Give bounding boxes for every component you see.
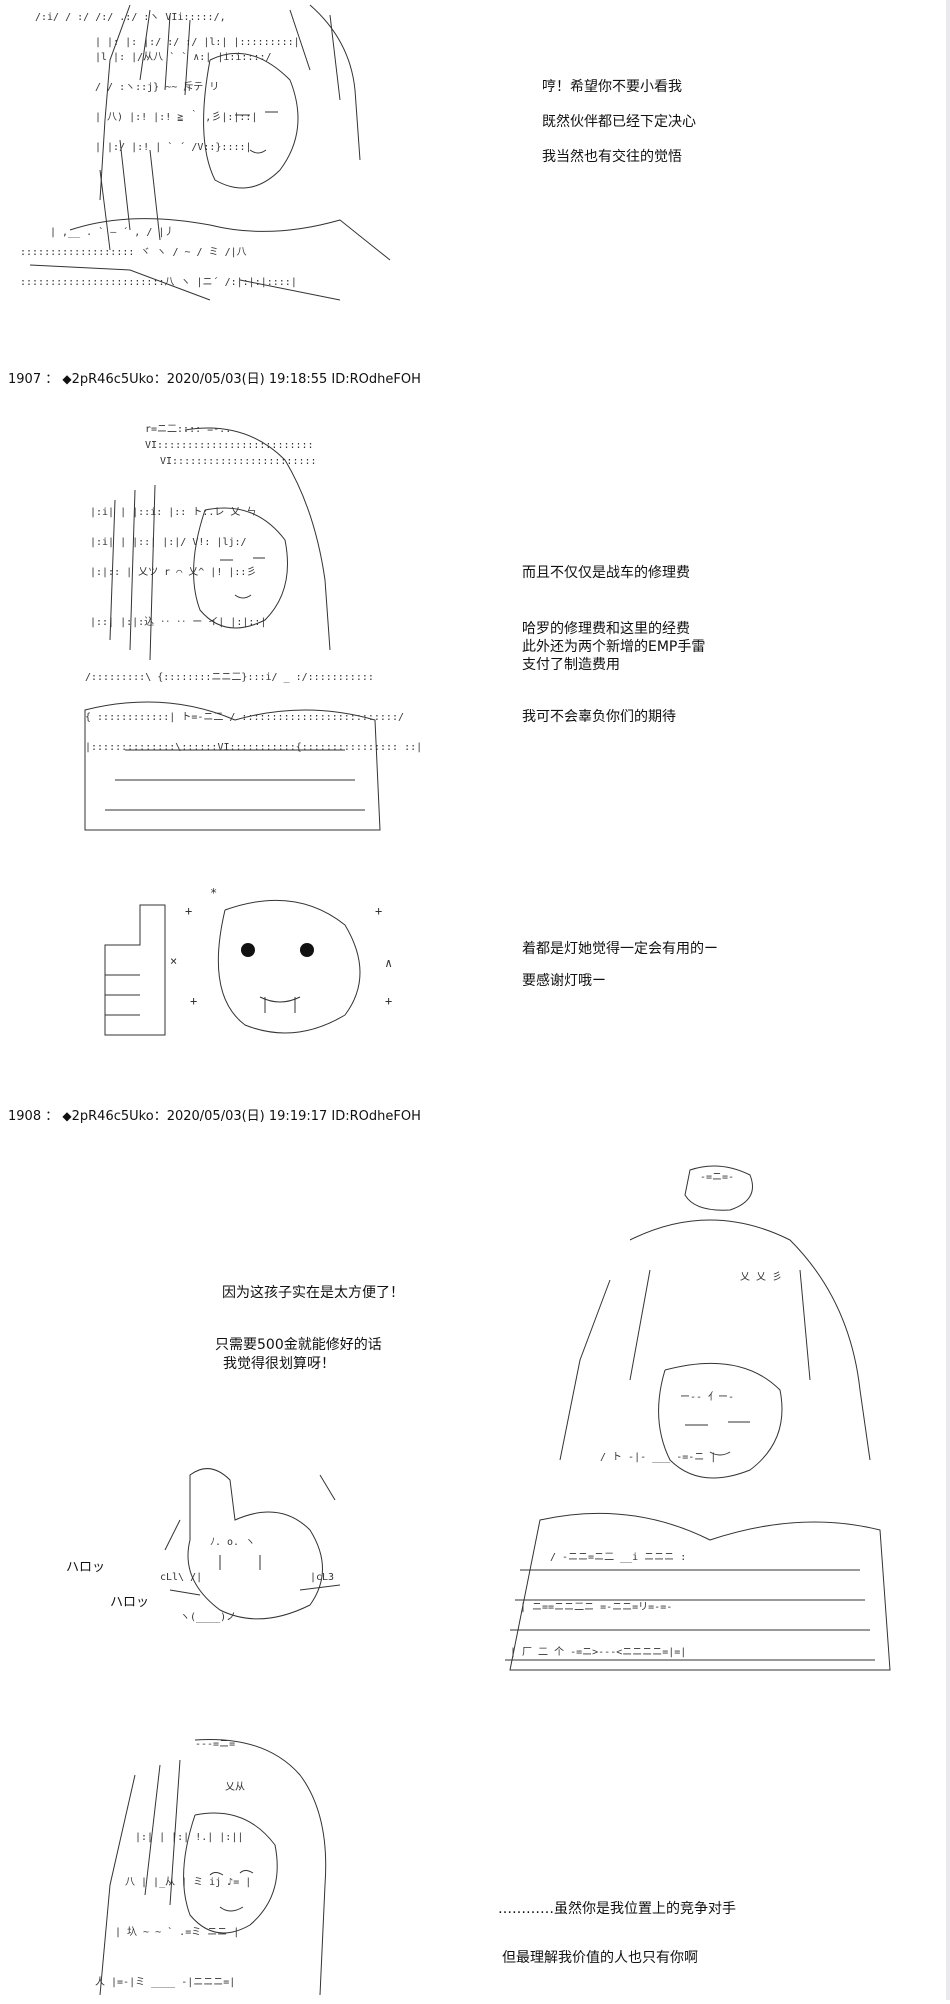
dialogue-line: 既然伙伴都已经下定决心 [542, 114, 696, 130]
dialogue-post1908-c: …………虽然你是我位置上的竞争对手 [498, 1900, 736, 1919]
haro-label: ハロッ [110, 1595, 150, 1610]
dialogue-line: 我当然也有交往的觉悟 [542, 149, 682, 165]
post-id[interactable]: ID:ROdheFOH [331, 372, 421, 387]
dialogue-line: 着都是灯她觉得一定会有用的ー [522, 941, 718, 957]
svg-text:+: + [385, 994, 392, 1008]
svg-text:r=ニ二:::: =-..: r=ニ二:::: =-.. [145, 424, 231, 435]
dialogue-line: 要感谢灯哦ー [522, 973, 606, 989]
dialogue-line: 哼！希望你不要小看我 [542, 79, 682, 95]
dialogue-line: 哈罗的修理费和这里的经费 [522, 621, 690, 637]
ascii-art-girl-smiling: ---=ニ= 乂从 |:| | |:| !.| |:|| 八 | |_从 | ミ… [75, 1735, 375, 2000]
dialogue-line: 而且不仅仅是战车的修理费 [522, 565, 690, 581]
post-number: 1908 [8, 1109, 42, 1124]
svg-text:|:|:: | 乂ツ r ⌒ 乂^ |! |::彡: |:|:: | 乂ツ r ⌒ 乂^ |! |::彡 [90, 567, 256, 578]
svg-text:乂从: 乂从 [225, 1782, 245, 1793]
dialogue-line: 此外还为两个新增的EMP手雷 [522, 639, 706, 655]
svg-text:|:i| | |::i: |:: ト:.レ 乂 ㄣ: |:i| | |::i: |:: ト:.レ 乂 ㄣ [90, 506, 256, 518]
svg-text:ﾉ. o. ヽ: ﾉ. o. ヽ [210, 1537, 255, 1548]
svg-text:*: * [210, 886, 217, 900]
ascii-art-girl-thinking: r=ニ二:::: =-.. VI::::::::::::::::::::::::… [84, 420, 422, 840]
diamond-icon: ◆ [62, 372, 72, 386]
dialogue-post1907-d: 着都是灯她觉得一定会有用的ー 要感谢灯哦ー [522, 940, 718, 991]
haro-label: ハロッ [66, 1560, 106, 1575]
svg-text:| ニ==ニニ二ニ =-ニニ=リ=-=-: | ニ==ニニ二ニ =-ニニ=リ=-=- [520, 1602, 672, 1613]
ascii-art-haro-robot: ﾉ. o. ヽ cLl\ /| |cL3 ヽ(____)ノ [160, 1460, 360, 1630]
dialogue-line: 因为这孩子实在是太方便了！ [222, 1285, 404, 1301]
svg-text:---=ニ=: ---=ニ= [195, 1739, 235, 1750]
post-separator: ： [45, 1109, 59, 1124]
dialogue-line: 只需要500金就能修好的话 [215, 1337, 382, 1353]
svg-text:VI::::::::::::::::::::::::::: VI:::::::::::::::::::::::::: [145, 440, 314, 451]
post-number: 1907 [8, 372, 42, 387]
svg-text:ヽ(____)ノ: ヽ(____)ノ [180, 1612, 236, 1623]
svg-text:/:i/ / :/ /:/ .:/ :ヽ VIi:::::/: /:i/ / :/ /:/ .:/ :ヽ VIi:::::/, [35, 12, 226, 23]
svg-text:∧: ∧ [385, 956, 392, 970]
svg-text:| 八) |:! |:! ≧ ｀ ,彡|:|::|: | 八) |:! |:! ≧ ｀ ,彡|:|::| [95, 109, 257, 123]
post-date: ：2020/05/03(日) 19:19:17 [153, 1109, 328, 1124]
svg-text:/:::::::::\ {::::::::ニニ二}:::i: /:::::::::\ {::::::::ニニ二}:::i/ _ :/:::::… [85, 672, 374, 683]
dialogue-post1908-d: 但最理解我价值的人也只有你啊 [502, 1949, 698, 1968]
svg-text:|:i| | |::| |:|/ V!: |lj:: |:i| | |::| |:|/ V!: |lj:/ [90, 537, 247, 548]
dialogue-post1: 哼！希望你不要小看我 既然伙伴都已经下定决心 我当然也有交往的觉悟 [542, 78, 696, 167]
svg-text:|::| |:|:込 ‥ ‥ ー イ| |:|::|: |::| |:|:込 ‥ ‥ ー イ| |:|::| [90, 616, 266, 628]
scroll-gutter [946, 0, 950, 2000]
ascii-art-girl-arms-crossed: /:i/ / :/ /:/ .:/ :ヽ VIi:::::/, | |: |: … [10, 0, 430, 315]
svg-text:::::::::::::::::::::::::八 ヽ |: ::::::::::::::::::::::::八 ヽ |ニ´ /:|:|:|:… [20, 276, 297, 288]
svg-text:-=ニ=-: -=ニ=- [700, 1172, 734, 1183]
svg-text:VI::::::::::::::::::::::::: VI:::::::::::::::::::::::: [160, 456, 317, 467]
svg-text:×: × [170, 954, 177, 968]
svg-text:{ ::::::::::::| ト=-ニ二 / ::::::: { ::::::::::::| ト=-ニ二 / ::::::::::::::::… [85, 712, 404, 723]
svg-text:+: + [185, 904, 192, 918]
svg-text:|cL3: |cL3 [310, 1572, 334, 1583]
svg-text:cLl\ /|: cLl\ /| [160, 1572, 202, 1583]
svg-text:|::::::::::::::\::::::VI::::::: |::::::::::::::\::::::VI:::::::::::{::::… [85, 742, 422, 753]
dialogue-line: …………虽然你是我位置上的竞争对手 [498, 1901, 736, 1917]
svg-text:八 | |_从 | ミ ij ♪= |: 八 | |_从 | ミ ij ♪= | [125, 1877, 251, 1888]
diamond-icon: ◆ [62, 1109, 72, 1123]
svg-text:| |:/ |:! | ` ´ /V::}::::|: | |:/ |:! | ` ´ /V::}::::| [95, 141, 252, 153]
svg-text:|:| | |:| !.| |:||: |:| | |:| !.| |:|| [135, 1832, 243, 1843]
post-header-1908: 1908 ： ◆2pR46c5Uko：2020/05/03(日) 19:19:1… [8, 1105, 421, 1124]
svg-text:| |: |: |:/ :/ :/ |l:| |::::::: | |: |: |:/ :/ :/ |l:| |:::::::::| [95, 37, 300, 48]
svg-text:| ,__ . ` ― ´ , / |丿: | ,__ . ` ― ´ , / |丿 [50, 226, 174, 238]
dialogue-post1908-a: 因为这孩子实在是太方便了！ [222, 1284, 404, 1303]
svg-text:|l |: |/从八 ` ` ∧:| |i:i::::/: |l |: |/从八 ` ` ∧:| |i:i::::/ [95, 51, 272, 63]
svg-text:/ ト -|- ___ -=-ニ |: / ト -|- ___ -=-ニ | [600, 1452, 716, 1463]
dialogue-line: 但最理解我价值的人也只有你啊 [502, 1950, 698, 1966]
dialogue-post1908-b: 只需要500金就能修好的话 我觉得很划算呀！ [215, 1336, 382, 1374]
post-date: ：2020/05/03(日) 19:18:55 [153, 372, 328, 387]
dialogue-line: 我觉得很划算呀！ [223, 1356, 335, 1372]
svg-text:/ / :ヽ::j} ~~ 斥テ リ: / / :ヽ::j} ~~ 斥テ リ [95, 81, 219, 93]
post-trip[interactable]: 2pR46c5Uko [71, 372, 154, 387]
post-separator: ： [45, 372, 59, 387]
post-trip[interactable]: 2pR46c5Uko [71, 1109, 154, 1124]
svg-text:+: + [375, 904, 382, 918]
ascii-art-girl-with-bun: -=ニ=- 乂 乂 彡 ー-‐ 亻ー- / ト -|- ___ -=-ニ | /… [480, 1160, 900, 1680]
dialogue-post1907-c: 我可不会辜负你们的期待 [522, 708, 676, 727]
svg-text:/ -ニニ=ニ二 __i ニニニ :: / -ニニ=ニ二 __i ニニニ : [550, 1552, 686, 1563]
post-id[interactable]: ID:ROdheFOH [331, 1109, 421, 1124]
svg-text:| 圦 ~ ~ ` .=ミ ニニ |: | 圦 ~ ~ ` .=ミ ニニ | [115, 1925, 239, 1938]
svg-text:::::::::::::::::::: ヾ ヽ / ~: ::::::::::::::::::: ヾ ヽ / ~ / ミ /|八 [20, 247, 247, 258]
svg-text:乂 乂 彡: 乂 乂 彡 [740, 1272, 782, 1283]
post-header-1907: 1907 ： ◆2pR46c5Uko：2020/05/03(日) 19:18:5… [8, 368, 421, 387]
dialogue-line: 我可不会辜负你们的期待 [522, 709, 676, 725]
svg-text:+: + [190, 994, 197, 1008]
ascii-art-thumbs-up-creature: * + + × ∧ + + [95, 885, 395, 1060]
svg-text:| 厂 二 个 -=ニ>---<ニニニニ=|=|: | 厂 二 个 -=ニ>---<ニニニニ=|=| [510, 1646, 686, 1658]
svg-text:人 |=-|ミ ____ -|ニニニ=|: 人 |=-|ミ ____ -|ニニニ=| [95, 1976, 235, 1988]
dialogue-post1907-a: 而且不仅仅是战车的修理费 [522, 564, 690, 583]
svg-text:ー-‐ 亻ー-: ー-‐ 亻ー- [680, 1391, 734, 1403]
dialogue-line: 支付了制造费用 [522, 657, 620, 673]
dialogue-post1907-b: 哈罗的修理费和这里的经费 此外还为两个新增的EMP手雷 支付了制造费用 [522, 620, 705, 674]
